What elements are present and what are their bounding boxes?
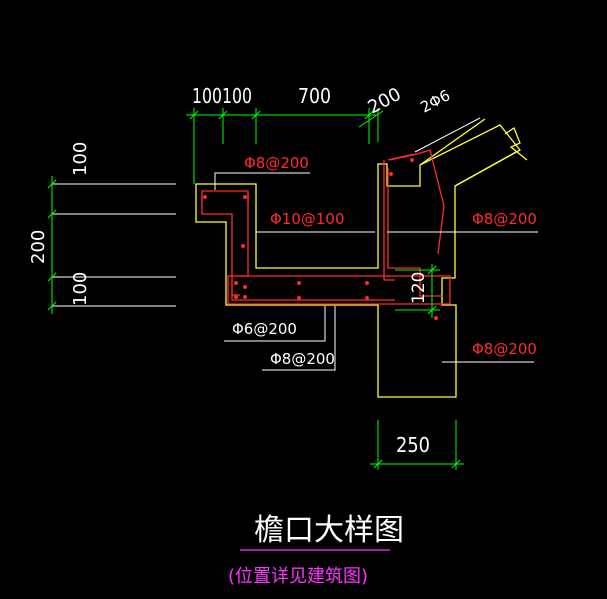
- dim-beam-slash-2: [427, 305, 437, 315]
- dimension-text: 100 100 700 200 100 200 100 120 250: [28, 84, 430, 457]
- label-top-stirrup: Φ8@200: [244, 154, 309, 172]
- dim-left-slash-2: [47, 209, 57, 219]
- label-right-lower: Φ8@200: [472, 340, 537, 358]
- title-block: 檐口大样图 (位置详见建筑图): [228, 513, 404, 587]
- dim-beam-120: 120: [409, 272, 429, 304]
- drawing-title: 檐口大样图: [254, 513, 404, 548]
- dim-beam-slash-1: [427, 265, 437, 275]
- beam-stirrup: [227, 275, 451, 305]
- rebar-dots: [203, 158, 438, 320]
- rebar-dot: [434, 316, 438, 320]
- dim-left-slash-4: [47, 301, 57, 311]
- slab-hook-rebar: [387, 168, 442, 297]
- dim-top-slash-3: [251, 110, 261, 120]
- dimension-lines: [47, 108, 464, 470]
- dim-bottom-250: 250: [396, 433, 430, 457]
- dim-bottom-slash-2: [451, 459, 461, 469]
- dim-left-200: 200: [28, 230, 49, 264]
- rebar-dot: [297, 296, 301, 300]
- rebar-dot: [234, 281, 238, 285]
- section-outline: [195, 118, 528, 398]
- roof-slab-lower-edge: [454, 151, 517, 187]
- rebar-dot: [243, 195, 247, 199]
- rebar-dot: [365, 281, 369, 285]
- roof-slab-upper-edge: [419, 118, 486, 166]
- rebar-label-group: Φ8@200 Φ10@100 Φ8@200 Φ8@200: [244, 154, 537, 358]
- dim-top-100-b: 100: [222, 84, 252, 108]
- rebar-dot: [203, 195, 207, 199]
- label-beam-dist: Φ6@200: [232, 320, 297, 338]
- dim-top-700: 700: [298, 84, 331, 108]
- leader-beam-dist: [224, 306, 326, 342]
- dim-left-100-bottom: 100: [70, 272, 91, 306]
- drawing-subtitle: (位置详见建筑图): [228, 566, 368, 587]
- label-slab-top: 2Φ6: [417, 86, 453, 116]
- dim-top-slash-2: [218, 110, 228, 120]
- leader-beam-main: [262, 306, 336, 371]
- rebar-dot: [365, 296, 369, 300]
- top-stirrup-rebar: [201, 190, 249, 204]
- beam-inner-bar: [231, 280, 395, 301]
- dim-left-100-top: 100: [70, 142, 91, 176]
- leader-slab-top: [414, 117, 481, 153]
- rebar-dot: [234, 295, 238, 299]
- rebar-dot: [297, 281, 301, 285]
- rebar-dot: [243, 285, 247, 289]
- label-right-upper: Φ8@200: [472, 210, 537, 228]
- rebar-dot: [241, 244, 245, 248]
- label-wall-bars: Φ10@100: [270, 210, 345, 228]
- label-beam-main: Φ8@200: [270, 350, 335, 368]
- dim-slope-line: [358, 110, 384, 128]
- leader-top-stirrup: [214, 172, 310, 190]
- dim-top-slash-4: [364, 110, 374, 120]
- slab-bend-rebar: [389, 149, 445, 255]
- dim-left-slash-3: [47, 272, 57, 282]
- break-line: [504, 127, 528, 161]
- dim-top-slash-1: [189, 110, 199, 120]
- dim-slope-200: 200: [364, 84, 404, 119]
- rebar-dot: [410, 158, 414, 162]
- dim-left-slash-1: [47, 179, 57, 189]
- rebar-group: [201, 149, 451, 305]
- leader-lines: [52, 117, 538, 371]
- gutter-wall-rebar: [201, 197, 240, 296]
- rebar-dot: [243, 295, 247, 299]
- slab-top-rebar: [387, 153, 415, 161]
- gutter-inner-rebar: [236, 191, 249, 277]
- rebar-dot: [389, 172, 393, 176]
- right-wall-rebar: [383, 160, 395, 281]
- dim-bottom-slash-1: [373, 459, 383, 469]
- dim-top-100-a: 100: [192, 84, 222, 108]
